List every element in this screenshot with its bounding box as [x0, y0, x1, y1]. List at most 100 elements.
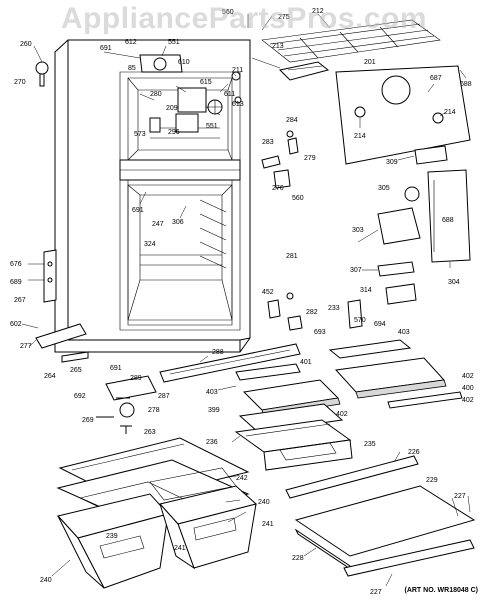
leader-lines [21, 13, 471, 587]
label-282: 282 [306, 309, 318, 316]
label-551: 551 [206, 123, 218, 130]
label-284: 284 [286, 117, 298, 124]
label-560: 560 [222, 9, 234, 16]
label-242: 242 [236, 475, 248, 482]
label-240: 240 [40, 577, 52, 584]
label-211: 211 [232, 67, 243, 74]
label-615: 615 [200, 79, 212, 86]
label-276: 276 [272, 185, 284, 192]
label-551: 551 [168, 39, 180, 46]
label-213: 213 [272, 43, 284, 50]
meat-pan-drawer [234, 419, 353, 471]
label-573: 573 [134, 131, 146, 138]
left-hinge-hardware [35, 61, 89, 363]
label-275: 275 [278, 14, 290, 21]
label-235: 235 [364, 441, 376, 448]
label-613: 613 [232, 101, 244, 108]
label-602: 602 [10, 321, 22, 328]
label-280: 280 [150, 91, 162, 98]
label-260: 260 [20, 41, 32, 48]
label-688: 688 [442, 217, 454, 224]
label-289: 289 [130, 375, 142, 382]
label-611: 611 [224, 91, 235, 98]
label-227: 227 [454, 493, 466, 500]
label-303: 303 [352, 227, 364, 234]
label-304: 304 [448, 279, 460, 286]
label-307: 307 [350, 267, 362, 274]
label-402: 402 [462, 397, 474, 404]
label-270: 270 [14, 79, 26, 86]
hinge-hardware [261, 130, 303, 331]
label-241: 241 [174, 545, 186, 552]
label-267: 267 [14, 297, 26, 304]
label-209: 209 [166, 105, 178, 112]
label-247: 247 [152, 221, 164, 228]
label-229: 229 [426, 477, 438, 484]
label-214: 214 [354, 133, 366, 140]
label-212: 212 [312, 8, 324, 15]
label-402: 402 [462, 373, 474, 380]
art-number-caption: (ART NO. WR18048 C) [404, 587, 478, 594]
cabinet-liner [54, 39, 251, 353]
label-309: 309 [386, 159, 398, 166]
label-233: 233 [328, 305, 340, 312]
label-296: 296 [168, 129, 180, 136]
toe-grille [96, 343, 301, 434]
label-281: 281 [286, 253, 298, 260]
evaporator-cover-201 [335, 65, 471, 165]
label-612: 612 [125, 39, 137, 46]
label-403: 403 [398, 329, 410, 336]
label-85: 85 [128, 65, 136, 72]
label-402: 402 [336, 411, 348, 418]
label-693: 693 [314, 329, 326, 336]
label-277: 277 [20, 343, 32, 350]
label-403: 403 [206, 389, 218, 396]
label-452: 452 [262, 289, 274, 296]
ice-tray-and-shelf [261, 19, 441, 81]
label-263: 263 [144, 429, 156, 436]
label-401: 401 [300, 359, 312, 366]
label-694: 694 [374, 321, 386, 328]
label-692: 692 [74, 393, 86, 400]
label-279: 279 [304, 155, 316, 162]
label-241: 241 [262, 521, 274, 528]
crisper-drawers [56, 437, 258, 589]
label-399: 399 [208, 407, 220, 414]
label-264: 264 [44, 373, 56, 380]
shelves-glass [235, 339, 463, 433]
label-228: 228 [292, 555, 304, 562]
label-691: 691 [100, 45, 112, 52]
label-570: 570 [354, 317, 366, 324]
label-691: 691 [132, 207, 144, 214]
top-components [139, 54, 242, 133]
label-269: 269 [82, 417, 94, 424]
label-688: 688 [460, 81, 472, 88]
label-227: 227 [370, 589, 382, 596]
label-283: 283 [262, 139, 274, 146]
label-324: 324 [144, 241, 156, 248]
label-288: 288 [212, 349, 224, 356]
label-306: 306 [172, 219, 184, 226]
label-240: 240 [258, 499, 270, 506]
label-687: 687 [430, 75, 442, 82]
label-236: 236 [206, 439, 218, 446]
label-278: 278 [148, 407, 160, 414]
label-560: 560 [292, 195, 304, 202]
label-314: 314 [360, 287, 372, 294]
label-676: 676 [10, 261, 22, 268]
label-214: 214 [444, 109, 456, 116]
label-691: 691 [110, 365, 122, 372]
label-305: 305 [378, 185, 390, 192]
label-287: 287 [158, 393, 170, 400]
crisper-cover-shelf [285, 455, 476, 577]
label-265: 265 [70, 367, 82, 374]
label-201: 201 [364, 59, 376, 66]
part-number-labels: 560 275 212 260 691 612 551 610 213 85 2… [10, 8, 474, 596]
label-610: 610 [178, 59, 190, 66]
control-housing [347, 169, 471, 329]
label-400: 400 [462, 385, 474, 392]
label-689: 689 [10, 279, 22, 286]
label-239: 239 [106, 533, 118, 540]
